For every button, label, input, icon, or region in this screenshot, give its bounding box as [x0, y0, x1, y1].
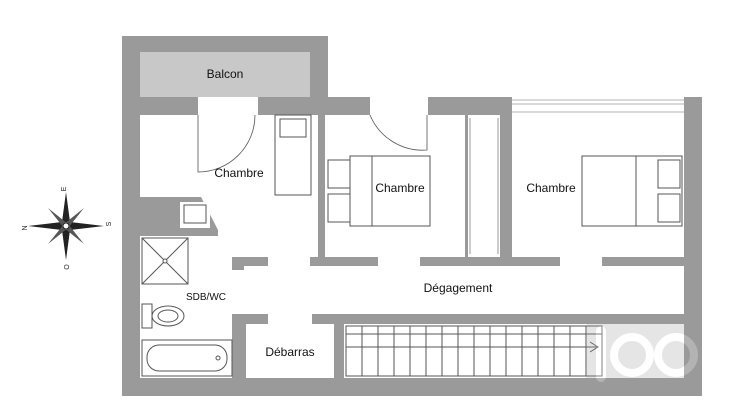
sink-nook	[183, 204, 207, 224]
compass-rose: E O N S	[22, 186, 113, 269]
bathtub-drain	[215, 355, 221, 361]
opening-balcony-door	[198, 97, 258, 115]
watermark-logo	[586, 318, 698, 390]
compass-point-e	[70, 222, 104, 230]
pillow-chambre-2b	[327, 193, 351, 223]
sdb-wc-label: SDB/WC	[186, 292, 226, 303]
pillow-chambre-3a	[657, 159, 681, 189]
chambre-1-label: Chambre	[214, 166, 264, 180]
room-debarras	[246, 324, 334, 378]
wc-tank	[141, 303, 153, 329]
compass-letter-s: S	[106, 221, 113, 226]
opening-chambre2-door	[370, 97, 428, 115]
degagement-label: Dégagement	[424, 281, 493, 295]
room-chambre-1-lower	[218, 195, 318, 257]
chambre-3-label: Chambre	[526, 181, 576, 195]
compass-point-s	[62, 230, 70, 260]
compass-point-w	[28, 222, 62, 230]
door-swings	[197, 114, 428, 173]
window-chambre-3	[512, 99, 684, 113]
furniture	[183, 114, 683, 227]
openings	[198, 97, 684, 324]
opening-debarras-to-deg	[268, 314, 312, 324]
opening-sdb-to-deg	[232, 270, 244, 314]
compass-point-n	[62, 192, 70, 222]
pillow-chambre-3b	[657, 193, 681, 223]
room-stairwell	[344, 324, 684, 378]
compass-letter-e: E	[61, 186, 68, 191]
door-swing-chambre2	[369, 114, 428, 151]
compass-letter-o: O	[64, 264, 71, 270]
room-closet	[468, 115, 500, 257]
room-sdb-wc-angle	[210, 236, 232, 258]
opening-chambre3-to-deg	[560, 257, 602, 266]
closet-lines	[469, 118, 499, 254]
staircase	[345, 325, 603, 377]
door-swing-balcony	[197, 114, 256, 173]
compass-letter-n: N	[22, 225, 29, 230]
pillow-chambre-2a	[327, 159, 351, 189]
chambre-2-label: Chambre	[375, 181, 425, 195]
debarras-label: Débarras	[265, 345, 314, 359]
stair-steps	[361, 326, 587, 376]
room-degagement	[244, 266, 684, 314]
opening-chambre3-window	[512, 97, 684, 115]
shower-drain	[162, 258, 168, 264]
balcon-label: Balcon	[207, 67, 244, 81]
opening-chambre1-to-deg	[268, 257, 310, 266]
opening-chambre2-to-deg	[378, 257, 420, 266]
pillow-chambre-1	[279, 118, 307, 138]
bathroom-fixtures	[141, 237, 233, 377]
balcony-area	[140, 52, 310, 97]
bed-chambre-2	[349, 155, 431, 227]
